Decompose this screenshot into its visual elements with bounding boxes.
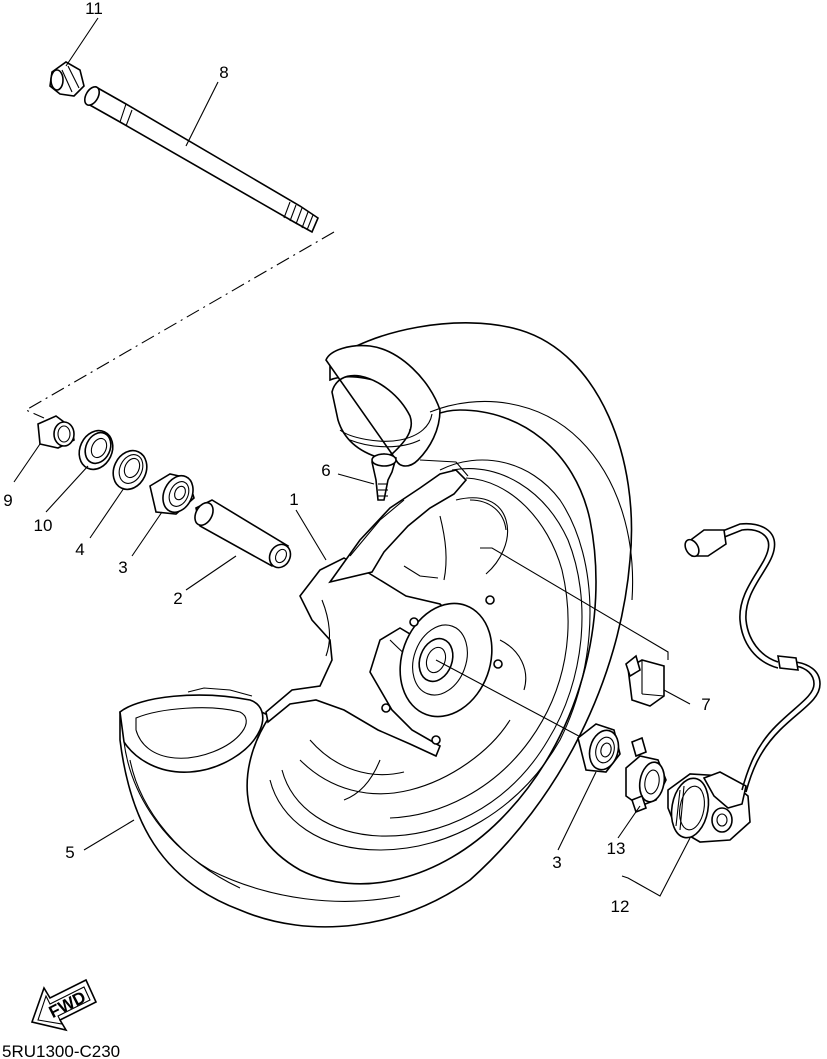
gear-unit-part [625, 736, 667, 814]
label-part-3b: 3 [552, 853, 561, 872]
label-part-3a: 3 [118, 558, 127, 577]
axle-shaft-part [83, 85, 319, 234]
axle-centerline [24, 231, 335, 419]
label-part-12: 12 [611, 897, 630, 916]
label-part-11: 11 [85, 0, 103, 18]
part-number-labels: 11 8 9 10 4 3 2 1 6 7 5 3 13 12 [3, 0, 710, 916]
circlip-part [112, 449, 148, 491]
spacer-part [194, 499, 292, 569]
fwd-arrow: FWD [30, 978, 98, 1032]
label-part-4: 4 [75, 540, 84, 559]
valve-stem-part [371, 453, 397, 501]
drawing-code: 5RU1300-C230 [2, 1042, 120, 1059]
oil-seal-part [78, 429, 114, 471]
label-part-6: 6 [321, 461, 330, 480]
axle-nut-part [49, 61, 85, 97]
hub-centerline [435, 659, 591, 743]
bearing-right-part [577, 723, 621, 773]
label-part-5: 5 [65, 843, 74, 862]
label-part-1: 1 [289, 490, 298, 509]
label-part-7: 7 [701, 695, 710, 714]
part7-bracket [480, 547, 669, 660]
leader-lines [13, 17, 691, 897]
balance-weight-part [625, 654, 665, 707]
wheel-hub-part [265, 459, 591, 851]
label-part-9: 9 [3, 491, 12, 510]
label-part-8: 8 [219, 63, 228, 82]
bearing-left-part [149, 473, 195, 515]
label-part-10: 10 [34, 516, 53, 535]
speed-sensor-part [667, 522, 821, 843]
tire-part [119, 322, 634, 928]
label-part-13: 13 [607, 839, 626, 858]
label-part-2: 2 [173, 589, 182, 608]
collar-part [37, 415, 75, 449]
